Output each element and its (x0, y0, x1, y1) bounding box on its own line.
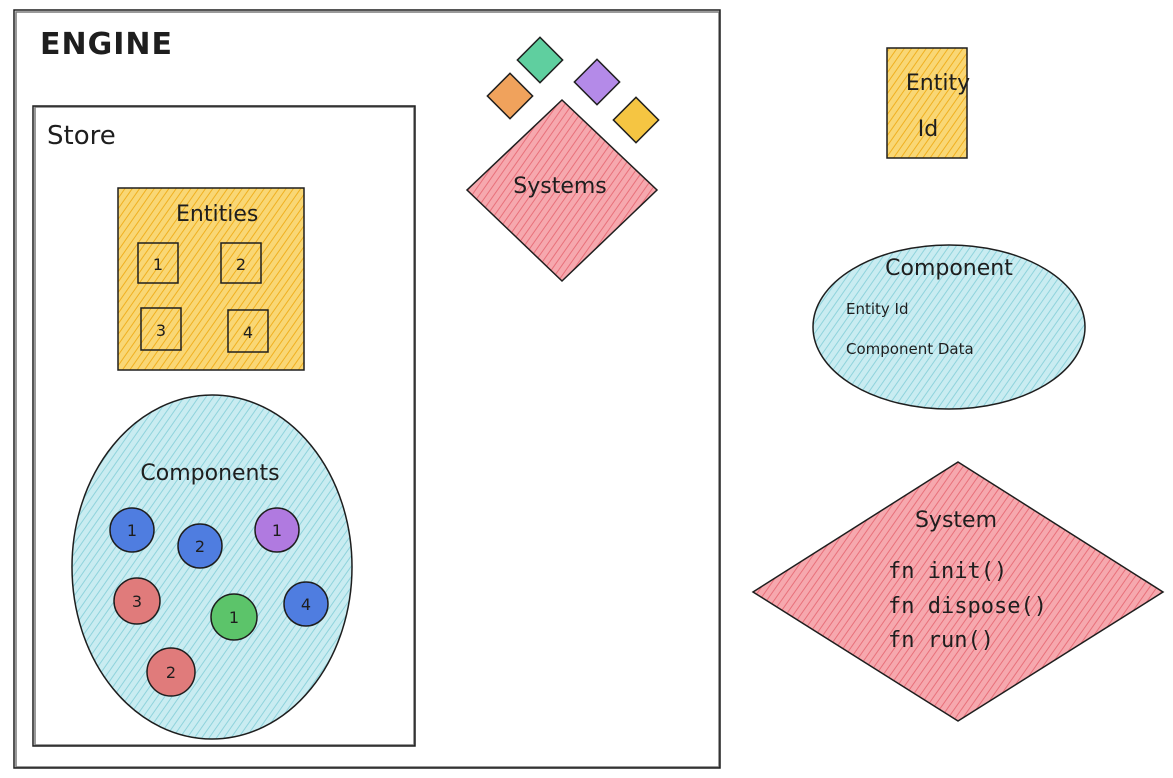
component-circle-label: 4 (301, 595, 311, 614)
component-circle: 1 (210, 593, 258, 641)
legend-system-method: fn dispose() (888, 594, 1047, 619)
entity-id-box: 1 (137, 242, 179, 284)
legend-component-line: Entity Id (846, 300, 909, 318)
entity-id-box: 3 (140, 307, 182, 351)
store-title: Store (47, 121, 116, 151)
systems-title: Systems (513, 174, 607, 199)
system-mini-tile (573, 58, 621, 106)
component-circle-label: 1 (272, 521, 282, 540)
legend-system-method: fn init() (888, 559, 1007, 584)
component-circle: 4 (283, 581, 329, 627)
system-mini-tile (516, 36, 564, 84)
legend-system: System fn init() fn dispose() fn run() (751, 461, 1165, 722)
system-mini-tile (486, 72, 534, 120)
store-frame: Store (32, 105, 416, 747)
component-circle-label: 1 (127, 521, 137, 540)
components-title: Components (140, 461, 279, 486)
component-circle-label: 3 (132, 592, 142, 611)
entities-box: Entities 1 2 3 4 (117, 187, 305, 371)
component-circle: 1 (254, 507, 300, 553)
component-circle: 1 (109, 507, 155, 553)
entity-id-label: 4 (243, 323, 253, 342)
legend-system-method: fn run() (888, 628, 994, 653)
systems-group: Systems (465, 36, 660, 283)
entities-title: Entities (176, 202, 258, 227)
component-circle: 3 (113, 577, 161, 625)
component-circle-label: 1 (229, 608, 239, 627)
components-ellipse: Components 1 2 1 3 1 4 2 (71, 394, 353, 740)
entity-id-box: 4 (227, 309, 269, 353)
entity-id-label: 3 (156, 321, 166, 340)
engine-title: ENGINE (40, 27, 173, 62)
legend-component: Component Entity Id Component Data (812, 244, 1086, 410)
component-circle: 2 (177, 523, 223, 569)
legend-component-title: Component (885, 256, 1013, 281)
entity-id-box: 2 (220, 242, 262, 284)
entity-id-label: 1 (153, 255, 163, 274)
component-circle: 2 (146, 647, 196, 697)
legend-component-line: Component Data (846, 340, 974, 358)
entity-id-label: 2 (236, 255, 246, 274)
component-circle-label: 2 (166, 663, 176, 682)
legend-entity: Entity Id (886, 47, 970, 159)
engine-frame: ENGINE (13, 9, 721, 769)
legend-entity-title: Entity (906, 71, 970, 96)
legend-entity-sub: Id (918, 117, 938, 142)
systems-diamond (465, 98, 659, 283)
component-circle-label: 2 (195, 537, 205, 556)
system-mini-tile (612, 96, 660, 144)
legend-system-title: System (915, 508, 997, 533)
